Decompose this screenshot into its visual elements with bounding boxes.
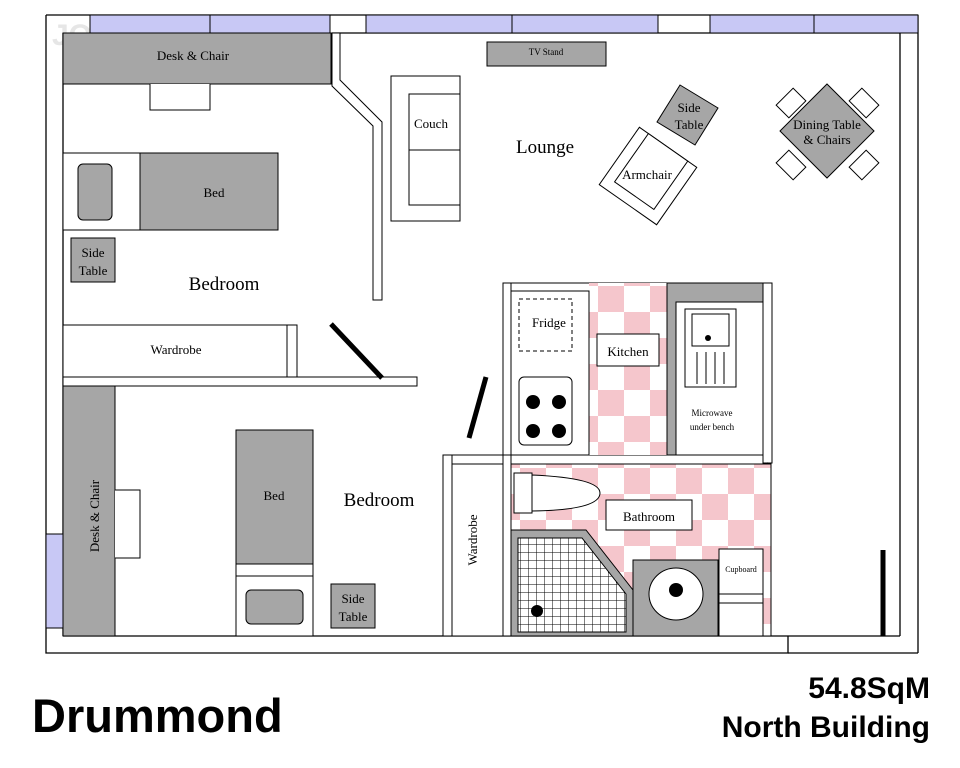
plan-area: 54.8SqM: [808, 672, 930, 705]
room-label-bedroom-1: Bedroom: [189, 274, 260, 295]
windows: [45, 14, 919, 629]
couch: Couch: [390, 75, 461, 222]
side-table-lounge: Side Table: [656, 84, 719, 146]
svg-text:Table: Table: [675, 117, 704, 132]
svg-text:Side: Side: [341, 591, 364, 606]
svg-text:Couch: Couch: [414, 116, 448, 131]
bathroom: Bathroom Cupboard: [510, 463, 772, 637]
tv-stand: TV Stand: [486, 41, 607, 67]
desk-top-label: Desk & Chair: [157, 48, 230, 63]
bed-top-label: Bed: [204, 185, 225, 200]
svg-text:Table: Table: [79, 263, 108, 278]
bed-bottom-label: Bed: [264, 488, 285, 503]
svg-text:Armchair: Armchair: [622, 167, 672, 182]
svg-text:Microwave: Microwave: [692, 408, 733, 418]
armchair: Armchair: [598, 126, 698, 226]
wardrobe-bedroom2: Wardrobe: [451, 463, 504, 637]
svg-text:Fridge: Fridge: [532, 315, 566, 330]
svg-text:Wardrobe: Wardrobe: [465, 514, 480, 565]
dining-table: Dining Table & Chairs: [775, 83, 880, 181]
room-label-lounge: Lounge: [516, 137, 574, 158]
svg-text:Side: Side: [81, 245, 104, 260]
svg-text:Side: Side: [677, 100, 700, 115]
side-table-bedroom2: Side Table: [330, 583, 376, 629]
desk-top: Desk & Chair: [62, 32, 332, 111]
plan-name: Drummond: [32, 689, 283, 742]
svg-text:Dining Table: Dining Table: [793, 117, 861, 132]
desk-left: Desk & Chair: [62, 385, 141, 637]
svg-text:TV Stand: TV Stand: [529, 47, 564, 57]
bed-bottom: Bed: [235, 429, 314, 637]
room-label-bedroom-2: Bedroom: [344, 490, 415, 511]
side-table-bedroom1: Side Table: [70, 237, 116, 283]
svg-text:under bench: under bench: [690, 422, 735, 432]
plan-building: North Building: [721, 711, 930, 744]
room-label-bathroom: Bathroom: [623, 509, 675, 524]
svg-text:Cupboard: Cupboard: [725, 565, 757, 574]
svg-text:Table: Table: [339, 609, 368, 624]
desk-left-label: Desk & Chair: [87, 479, 102, 552]
room-label-kitchen: Kitchen: [607, 344, 649, 359]
bed-top: Bed: [62, 152, 279, 231]
svg-text:Wardrobe: Wardrobe: [151, 342, 202, 357]
svg-text:& Chairs: & Chairs: [803, 132, 850, 147]
wardrobe-bedroom1: Wardrobe: [62, 324, 298, 378]
kitchen: Fridge Kitchen Microwave under bench: [510, 282, 764, 456]
